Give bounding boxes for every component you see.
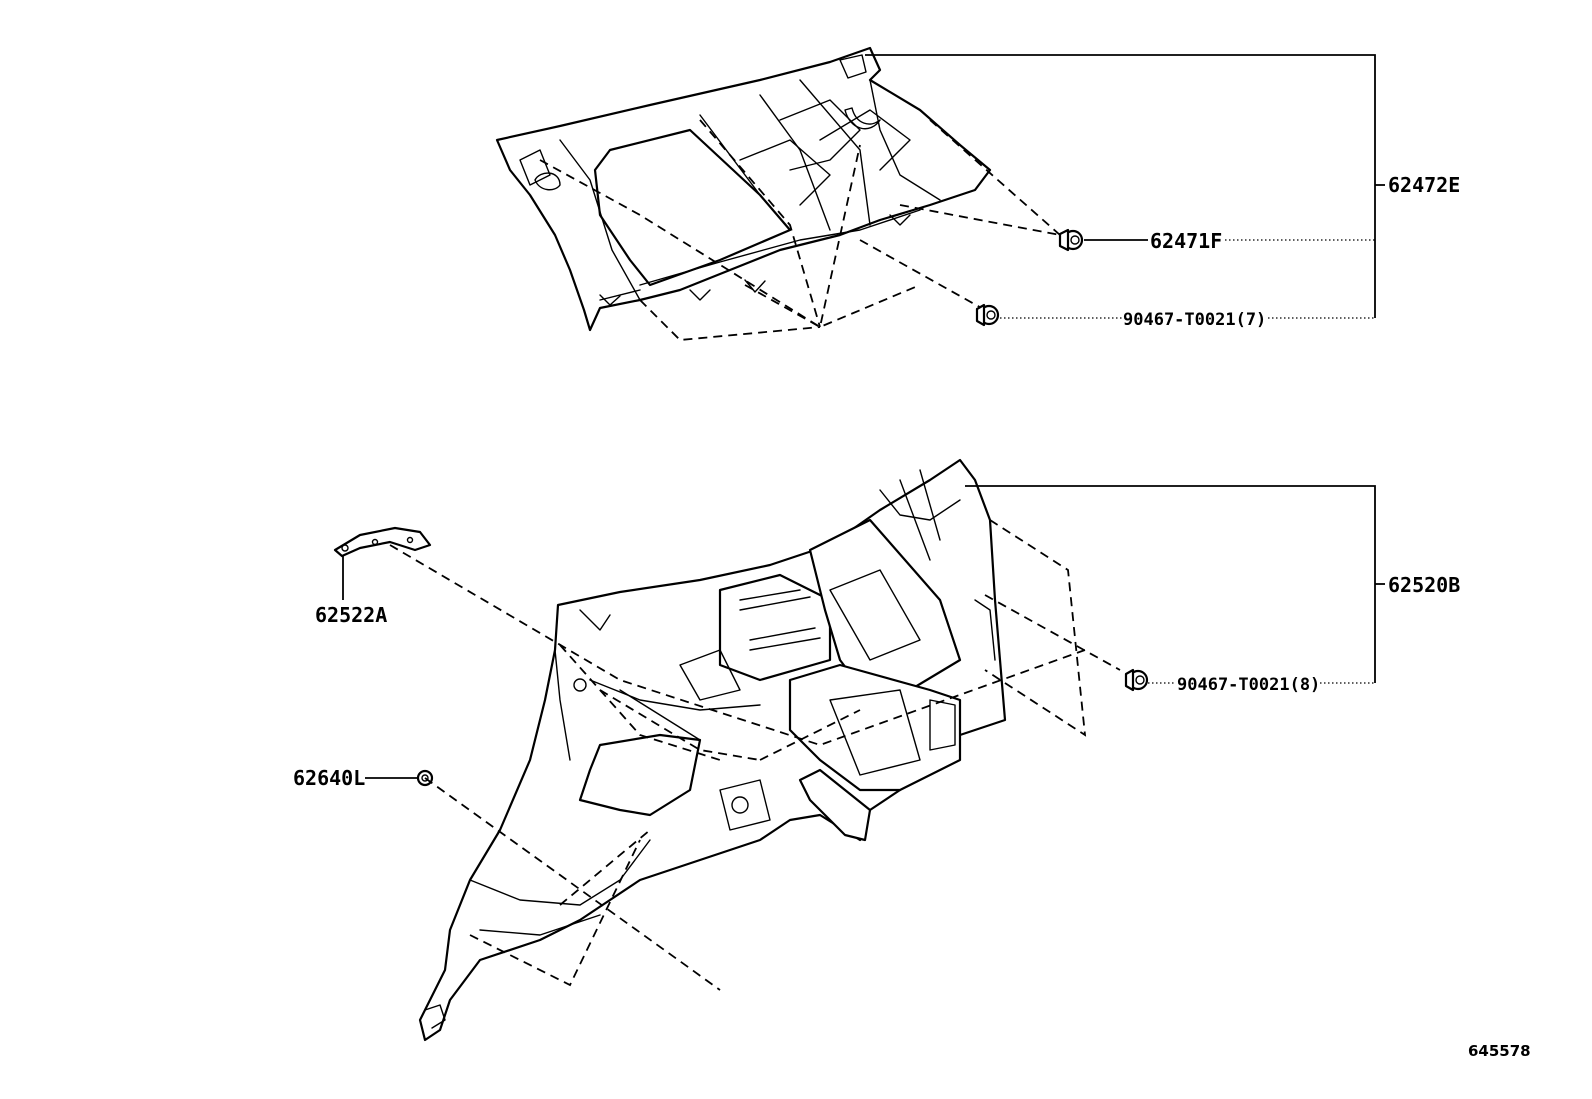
cover-62522a <box>333 526 432 558</box>
label-cover: 62522A <box>315 603 387 627</box>
clip-62471f <box>1058 228 1084 252</box>
fastener-90467-upper <box>975 303 1000 327</box>
label-small-clip: 62640L <box>293 766 365 790</box>
lower-leaders <box>342 485 1385 779</box>
label-upper-clip: 62471F <box>1150 229 1222 253</box>
diagram-reference-number: 645578 <box>1468 1042 1531 1060</box>
label-lower-fastener: 90467-T0021(8) <box>1177 675 1320 695</box>
lower-assembly-dashed-lines <box>389 519 1121 991</box>
lower-quarter-trim-panel <box>418 458 1007 1042</box>
label-upper-fastener: 90467-T0021(7) <box>1123 310 1266 330</box>
upper-leaders <box>865 54 1385 319</box>
upper-assembly-dashed-lines <box>539 119 1061 341</box>
label-upper-trim: 62472E <box>1388 173 1460 197</box>
label-lower-trim: 62520B <box>1388 573 1460 597</box>
upper-quarter-trim-panel <box>495 46 992 332</box>
fastener-90467-lower <box>1124 668 1149 692</box>
